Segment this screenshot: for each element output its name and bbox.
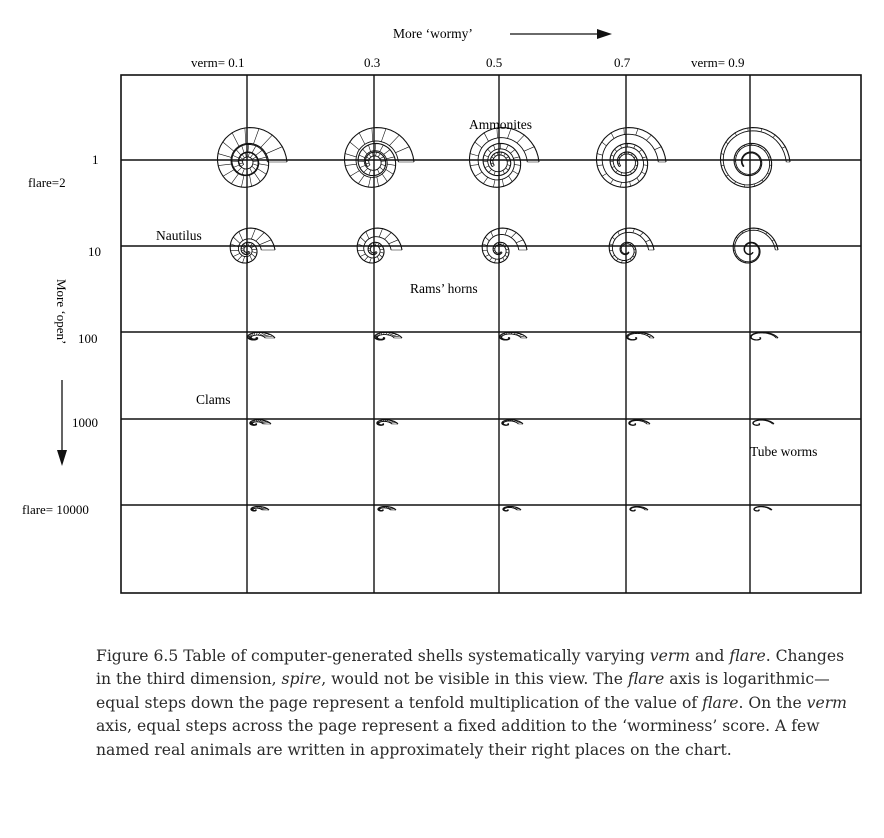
shell-r3-c2 — [501, 419, 524, 426]
shell-glyphs — [216, 127, 791, 512]
shell-r4-c2 — [502, 505, 522, 512]
shell-r2-c1 — [374, 331, 403, 341]
table-frame — [120, 74, 862, 594]
shell-r4-c3 — [629, 505, 649, 512]
verm-label-0-5: 0.5 — [486, 55, 502, 70]
shell-r3-c1 — [376, 419, 399, 426]
left-axis-arrowhead — [57, 450, 67, 466]
verm-label-0-3: 0.3 — [364, 55, 380, 70]
annotation-ammonites: Ammonites — [469, 117, 532, 132]
shell-r1-c4 — [732, 227, 779, 264]
caption-text: Figure 6.5 Table of computer-generated s… — [96, 647, 847, 759]
flare-label-100: 100 — [78, 331, 98, 346]
shell-r0-c4 — [719, 127, 791, 188]
shell-r3-c4 — [752, 419, 775, 426]
figure-caption: Figure 6.5 Table of computer-generated s… — [96, 645, 856, 762]
flare-label-1000: 1000 — [72, 415, 98, 430]
left-axis-label: More ‘open’ — [54, 279, 69, 344]
annotation-rams-horns: Rams’ horns — [410, 281, 478, 296]
shell-r2-c0 — [247, 331, 276, 341]
shell-r0-c2 — [468, 127, 540, 188]
shell-r2-c4 — [750, 331, 779, 341]
flare-label-2: flare=2 — [28, 175, 66, 190]
shell-r3-c3 — [628, 419, 651, 426]
verm-label-0-7: 0.7 — [614, 55, 631, 70]
flare-label-10: 10 — [88, 244, 101, 259]
shell-r1-c1 — [356, 227, 403, 264]
shell-r2-c3 — [626, 331, 655, 341]
shell-r1-c3 — [608, 227, 655, 264]
shell-r1-c0 — [229, 227, 276, 264]
annotation-nautilus: Nautilus — [156, 228, 202, 243]
shell-r3-c0 — [249, 419, 272, 426]
shell-r0-c3 — [595, 127, 667, 188]
annotation-clams: Clams — [196, 392, 231, 407]
top-axis-label: More ‘wormy’ — [393, 26, 473, 41]
shell-r4-c4 — [753, 505, 773, 512]
verm-label-0-9: verm= 0.9 — [691, 55, 745, 70]
shell-r1-c2 — [481, 227, 528, 264]
table-grid — [121, 75, 861, 593]
annotation-tube-worms: Tube worms — [750, 444, 817, 459]
shell-r4-c1 — [377, 505, 397, 512]
verm-label-0-1: verm= 0.1 — [191, 55, 245, 70]
shell-r2-c2 — [499, 331, 528, 341]
shell-r0-c1 — [343, 127, 415, 188]
top-axis-arrowhead — [597, 29, 612, 39]
flare-label-10000: flare= 10000 — [22, 502, 89, 517]
shell-r0-c0 — [216, 127, 288, 188]
shell-r4-c0 — [250, 505, 270, 512]
flare-label-1: 1 — [92, 152, 99, 167]
